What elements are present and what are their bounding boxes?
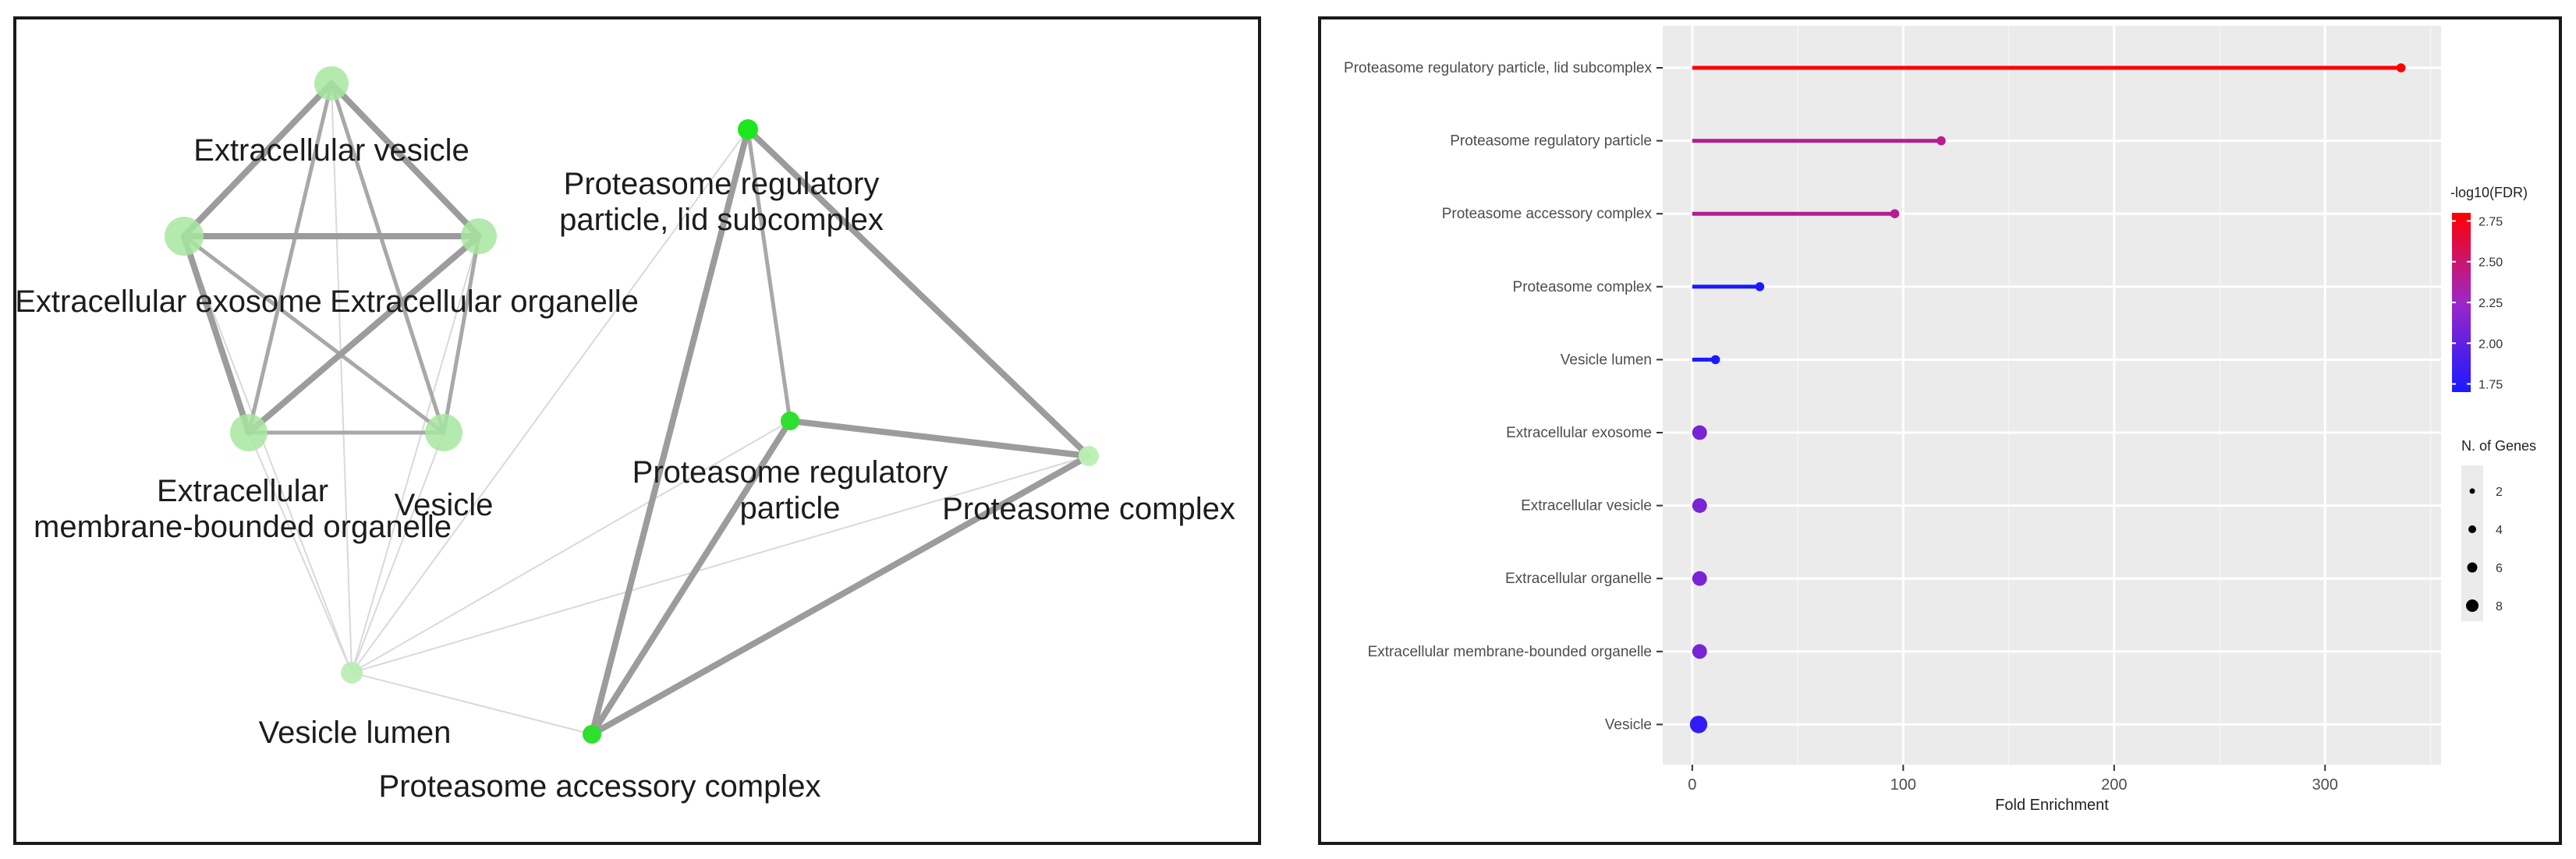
lollipop-point[interactable] [1692,425,1707,440]
network-node-vesicle-lumen[interactable] [341,662,363,684]
network-edge [787,418,1092,459]
network-node-label-vesicle: Vesicle [395,488,494,522]
lollipop-point[interactable] [2396,63,2406,72]
network-node-label-extracellular-exosome: Extracellular exosome [16,285,322,319]
size-legend-label: 8 [2496,600,2503,613]
x-tick-label: 100 [1890,776,1916,794]
color-legend-tick-label: 2.75 [2479,215,2503,228]
color-legend-tick-label: 2.25 [2479,297,2503,310]
network-edge [328,80,482,239]
network-edges [181,80,1092,737]
network-edge [351,672,593,735]
network-node-label-extracellular-organelle: Extracellular organelle [330,285,639,319]
network-edge [351,235,480,673]
network-edge [589,453,1092,737]
y-tick-label: Vesicle [1605,716,1652,733]
y-tick-label: Vesicle lumen [1561,352,1652,368]
color-legend-title: -log10(FDR) [2450,185,2528,200]
x-axis-title: Fold Enrichment [1995,797,2109,814]
network-edge [441,234,481,435]
enrichment-chart: Proteasome regulatory particle, lid subc… [1344,26,2536,814]
size-legend-point [2468,525,2476,533]
network-node-label-vesicle-lumen: Vesicle lumen [259,716,452,750]
y-axis: Proteasome regulatory particle, lid subc… [1344,60,1663,733]
network-node-extracellular-membrane-bounded-organelle[interactable] [230,414,268,451]
network-edge [246,233,482,436]
network-edge [746,127,792,423]
lollipop-point[interactable] [1890,209,1900,218]
plot-background [1663,26,2441,765]
network-edge [351,432,445,673]
network-node-extracellular-exosome[interactable] [165,217,204,256]
y-tick-label: Proteasome regulatory particle, lid subc… [1344,60,1652,76]
size-legend-point [2466,599,2479,612]
network-edge [182,234,446,435]
network-edge [248,432,353,673]
network-node-proteasome-accessory-complex[interactable] [583,725,601,744]
network-edge [331,83,353,673]
size-legend-label: 4 [2496,524,2503,537]
lollipop-point[interactable] [1692,498,1707,513]
network-edge [246,81,334,435]
lollipop-point[interactable] [1710,355,1720,365]
lollipop-point[interactable] [1692,571,1707,586]
size-legend-label: 2 [2496,486,2503,499]
network-edge [351,129,749,673]
x-tick-label: 300 [2312,776,2338,794]
network-node-vesicle[interactable] [425,414,462,451]
lollipop-point[interactable] [1692,644,1707,659]
network-edge [351,455,1090,673]
network-edge [589,126,751,737]
color-legend-tick-label: 2.00 [2479,338,2503,351]
color-legend: -log10(FDR) 2.75 2.50 2.25 2.00 1.75 [2450,185,2528,392]
size-legend-label: 6 [2496,562,2503,575]
size-legend-point [2469,488,2475,494]
network-edge [745,126,1092,459]
lollipop-point[interactable] [1689,716,1708,734]
network-edge [329,81,446,435]
x-tick-label: 200 [2101,776,2127,794]
enrichment-chart-panel: Proteasome regulatory particle, lid subc… [1318,16,2562,845]
network-node-label-proteasome-accessory-complex: Proteasome accessory complex [379,769,821,804]
size-legend: N. of Genes 2 4 6 8 [2461,438,2536,621]
y-tick-label: Proteasome regulatory particle [1450,133,1652,150]
gridlines [1663,26,2441,765]
y-tick-label: Proteasome complex [1513,279,1653,295]
network-node-proteasome-regulatory-particle-lid[interactable] [738,119,758,140]
y-tick-label: Proteasome accessory complex [1442,206,1653,222]
network-node-label-proteasome-complex: Proteasome complex [942,492,1235,526]
network-edge [181,80,335,239]
y-tick-label: Extracellular membrane-bounded organelle [1368,644,1652,660]
lollipop-point[interactable] [1936,136,1946,146]
lollipop-point[interactable] [1755,282,1765,292]
color-legend-tick-label: 1.75 [2479,379,2503,392]
network-edge [351,420,791,673]
network-edge [181,233,252,436]
y-tick-label: Extracellular vesicle [1521,498,1652,514]
y-tick-label: Extracellular exosome [1506,425,1652,441]
network-node-label-extracellular-vesicle: Extracellular vesicle [193,133,469,168]
lollipops [1689,63,2406,734]
network-node-proteasome-complex[interactable] [1079,446,1099,466]
network-node-proteasome-regulatory-particle[interactable] [781,412,799,430]
size-legend-title: N. of Genes [2461,438,2536,454]
network-edge [589,418,793,737]
network-node-extracellular-organelle[interactable] [461,218,497,254]
y-tick-label: Extracellular organelle [1505,571,1652,587]
x-tick-label: 0 [1688,776,1696,794]
network-edge [183,235,353,673]
color-legend-tick-label: 2.50 [2479,256,2503,270]
network-node-extracellular-vesicle[interactable] [314,66,349,101]
size-legend-point [2467,562,2478,573]
